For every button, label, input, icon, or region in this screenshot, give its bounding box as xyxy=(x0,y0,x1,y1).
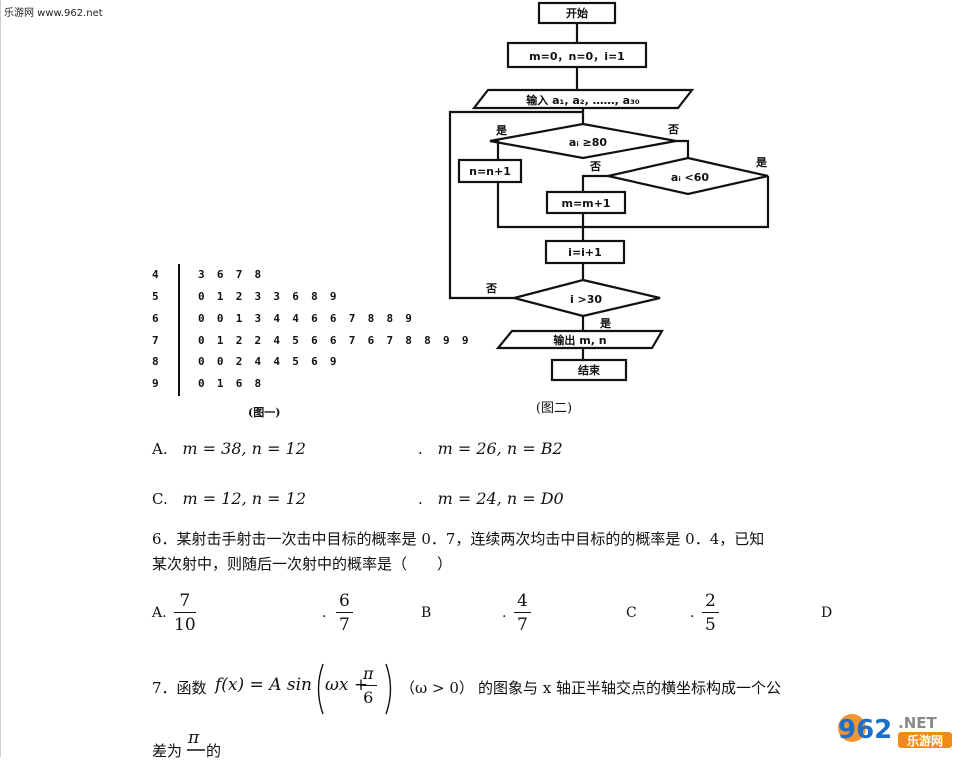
flow-start-text: 开始 xyxy=(566,6,588,20)
q5-d-dot: . xyxy=(418,490,423,508)
q5-b-dot: . xyxy=(418,440,423,458)
flow-m-update-text: m=m+1 xyxy=(561,197,610,210)
leaf-1: 0 1 2 3 3 6 8 9 xyxy=(198,290,340,303)
leaf-2: 0 0 1 3 4 4 6 6 7 8 8 9 xyxy=(198,312,415,325)
q5-a-math: m = 38, n = 12 xyxy=(182,439,306,458)
q6-frac3-num: 4 xyxy=(514,590,531,613)
q7-func: f(x) = A sin xyxy=(215,675,312,695)
q5-option-a: A. m = 38, n = 12 xyxy=(152,439,306,458)
leaf-4: 0 0 2 4 4 5 6 9 xyxy=(198,355,340,368)
q6-frac4-num: 2 xyxy=(702,590,719,613)
flow-input-box xyxy=(471,88,695,110)
q6-dot-3: . xyxy=(690,605,695,621)
q5-d-math: m = 24, n = D0 xyxy=(437,489,564,508)
flow-yes-label-2: 是 xyxy=(755,156,768,169)
stem-leaf-caption: (图一) xyxy=(248,406,281,419)
leaf-0: 3 6 7 8 xyxy=(198,268,264,281)
logo-cn: 乐游网 xyxy=(907,733,943,748)
q7-prefix: 7．函数 xyxy=(152,679,207,697)
q6-dot-2: . xyxy=(502,605,507,621)
q7-line2-b: 的 xyxy=(206,742,222,760)
stem-5: 9 xyxy=(152,377,159,390)
flow-end-text: 结束 xyxy=(577,363,601,377)
flow-caption: (图二) xyxy=(536,401,572,416)
flow-output-box xyxy=(495,329,664,350)
q6-fraction-4: 2 5 xyxy=(702,590,719,637)
logo-number: 962 xyxy=(838,715,892,745)
q6-frac4-den: 5 xyxy=(705,615,716,635)
q5-c-math: m = 12, n = 12 xyxy=(182,489,307,508)
q6-fraction-3: 4 7 xyxy=(514,590,531,637)
q6-fraction-2: 6 7 xyxy=(336,590,353,637)
q7-pi-num: π xyxy=(360,663,377,686)
q5-a-label: A. xyxy=(152,440,168,458)
q5-option-c: C. m = 12, n = 12 xyxy=(152,489,306,508)
stem-2: 6 xyxy=(152,312,159,325)
flowchart-diagram: 开始 m=0，n=0，i=1 输入 a₁, a₂, ……, a₃₀ aᵢ ≥80… xyxy=(448,1,770,416)
stem-1: 5 xyxy=(152,290,159,303)
stem-leaf-divider xyxy=(178,264,180,396)
stem-0: 4 xyxy=(152,268,159,281)
q6-fraction-1: 7 10 xyxy=(174,590,196,637)
page-left-border xyxy=(0,0,1,757)
q5-b-math: m = 26, n = B2 xyxy=(437,439,563,458)
q6-dot-1: . xyxy=(322,605,327,621)
flow-yes-label-3: 是 xyxy=(599,317,612,330)
q6-frac2-num: 6 xyxy=(336,590,353,613)
flow-i-update-box xyxy=(544,239,626,265)
q7-right-paren xyxy=(385,663,392,715)
flow-cond2-diamond xyxy=(607,156,769,196)
flow-i-update-text: i=i+1 xyxy=(568,246,602,259)
q5-option-d: . m = 24, n = D0 xyxy=(418,489,564,508)
flow-init-box xyxy=(506,41,648,69)
q7-rest: 的图象与 x 轴正半轴交点的横坐标构成一个公 xyxy=(478,679,781,697)
q7-line2-a: 差为 xyxy=(152,742,183,760)
q7-condition: （ω > 0） xyxy=(400,679,474,697)
watermark-text: 乐游网 www.962.net xyxy=(4,8,103,19)
flow-cond1-diamond xyxy=(489,122,677,160)
flow-no-label-3: 否 xyxy=(485,282,497,295)
q7-arg: ωx + xyxy=(325,675,369,695)
flow-cond3-text: i >30 xyxy=(570,293,602,306)
flow-cond2-text: aᵢ <60 xyxy=(671,171,710,184)
leaf-5: 0 1 6 8 xyxy=(198,377,264,390)
q6-frac2-den: 7 xyxy=(339,615,350,635)
q6-c-label: C xyxy=(626,605,637,621)
q7-left-paren xyxy=(317,663,324,715)
q6-d-label: D xyxy=(821,605,833,621)
flow-input-text: 输入 a₁, a₂, ……, a₃₀ xyxy=(526,93,640,107)
flow-output-text: 输出 m, n xyxy=(553,333,606,347)
962-net-logo: 962 .NET 乐游网 xyxy=(830,708,954,750)
flow-m-update-box xyxy=(545,190,627,215)
q6-a-label: A. xyxy=(152,605,167,621)
q6-frac3-den: 7 xyxy=(517,615,528,635)
stem-3: 7 xyxy=(152,334,159,347)
q7-line2-pi: π xyxy=(188,728,200,748)
stem-4: 8 xyxy=(152,355,159,368)
flow-cond1-text: aᵢ ≥80 xyxy=(569,136,608,149)
flow-init-text: m=0，n=0，i=1 xyxy=(529,50,625,63)
logo-net: .NET xyxy=(898,714,937,732)
q6-line1: 6．某射击手射击一次击中目标的概率是 0．7，连续两次均击中目标的的概率是 0．… xyxy=(152,530,765,548)
q6-frac1-num: 7 xyxy=(174,590,196,613)
leaf-3: 0 1 2 2 4 5 6 6 7 6 7 8 8 9 9 xyxy=(198,334,472,347)
q5-option-b: . m = 26, n = B2 xyxy=(418,439,563,458)
q6-frac1-den: 10 xyxy=(174,615,196,635)
flow-no-label-1: 否 xyxy=(667,123,679,136)
q6-b-label: B xyxy=(421,605,432,621)
q6-line2: 某次射中，则随后一次射中的概率是（ ） xyxy=(152,555,453,573)
q7-pi-fraction: π 6 xyxy=(360,663,377,710)
flow-no-label-2: 否 xyxy=(589,160,601,173)
flow-n-update-text: n=n+1 xyxy=(469,165,511,178)
q5-c-label: C. xyxy=(152,490,168,508)
flow-n-update-box xyxy=(457,158,523,184)
flow-end-box xyxy=(550,358,628,382)
flow-yes-label-1: 是 xyxy=(495,124,508,137)
q7-pi-den: 6 xyxy=(363,688,374,707)
q7-line2-fraction-bar xyxy=(187,749,205,751)
